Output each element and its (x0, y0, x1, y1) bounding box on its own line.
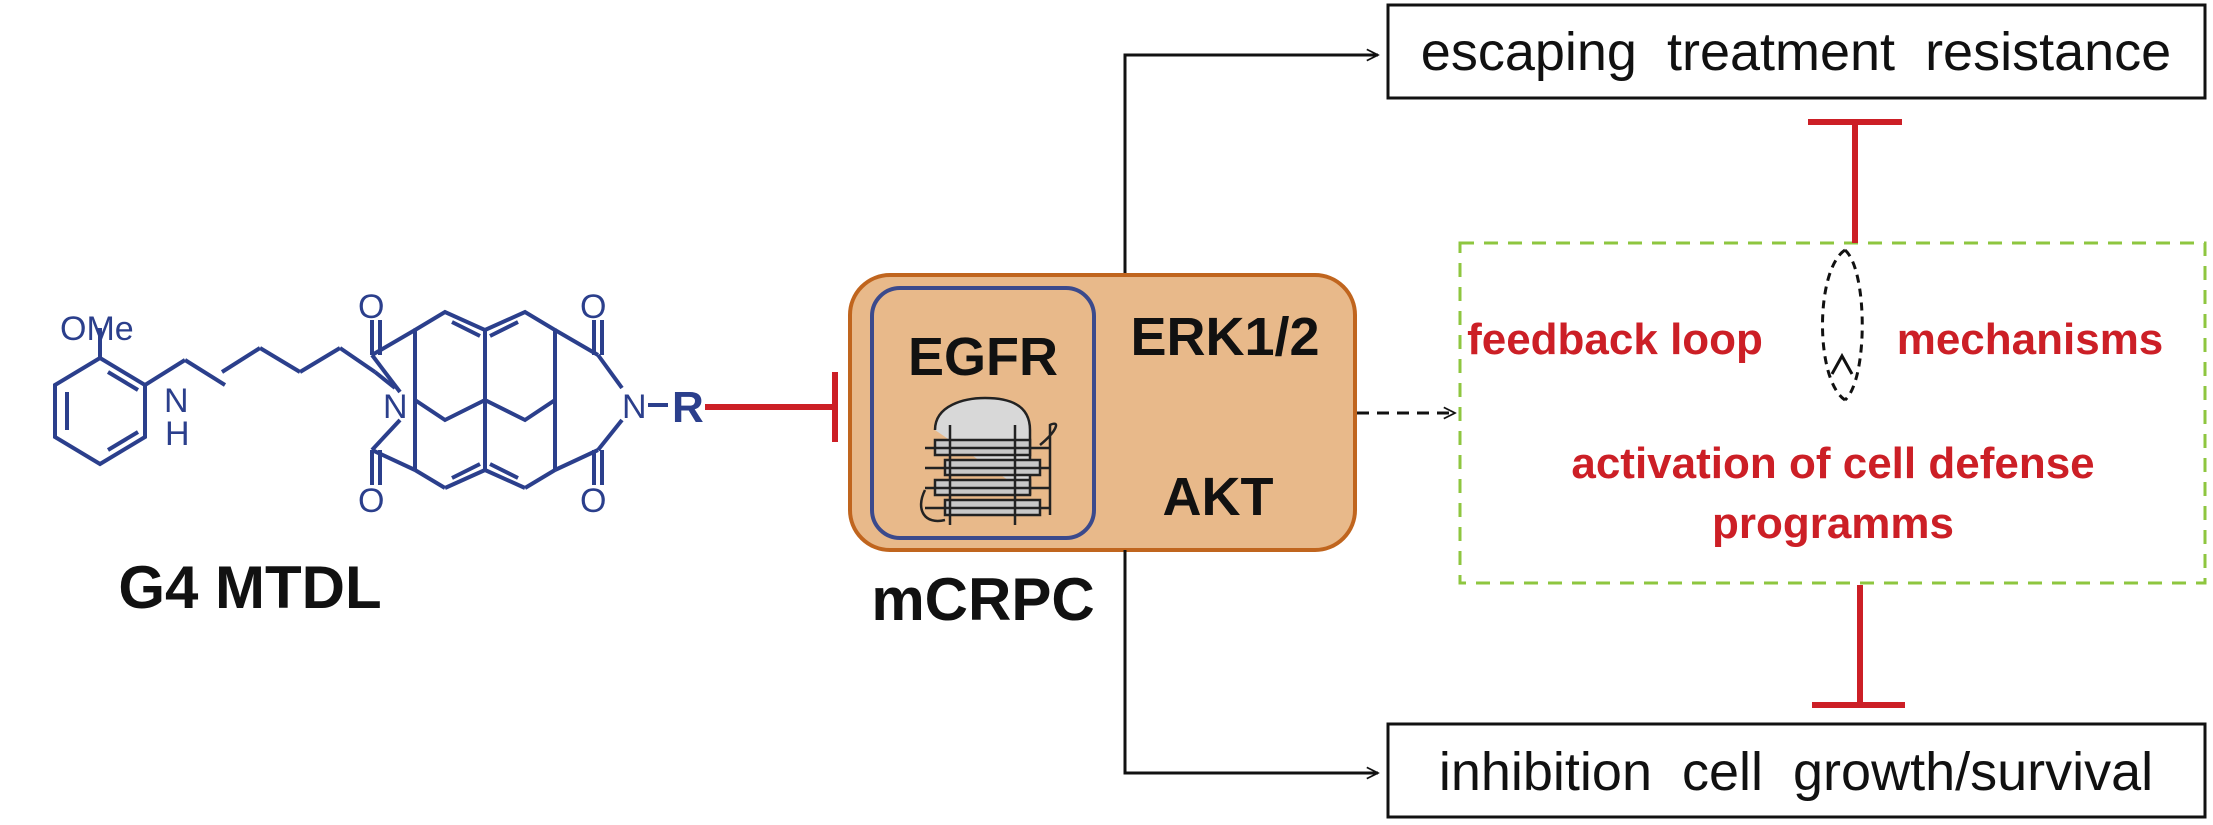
inhibition-bar-top (1808, 119, 1902, 243)
egfr-label: EGFR (908, 327, 1058, 387)
g-quadruplex-icon (919, 396, 1058, 525)
naphthalene-core (413, 309, 487, 423)
amine-n-label: N (164, 382, 189, 420)
oxygen-top-right: O (580, 288, 606, 326)
akt-label: AKT (1163, 467, 1274, 527)
amine-h-label: H (165, 415, 190, 453)
feedback-loop-label: feedback loop (1467, 315, 1763, 364)
r-group-label: R (672, 383, 704, 432)
feedback-loop-icon (1821, 248, 1864, 402)
mechanisms-label: mechanisms (1897, 315, 2164, 364)
erk-label: ERK1/2 (1130, 307, 1319, 367)
oxygen-bottom-right: O (580, 482, 606, 520)
imide-n-left: N (383, 388, 408, 426)
molecule-caption: G4 MTDL (118, 554, 381, 621)
molecule-structure (53, 309, 668, 490)
top-outcome-box (1386, 3, 2207, 100)
bottom-outcome-label: inhibition cell growth/survival (1439, 742, 2153, 802)
activation-label-line1: activation of cell defense (1571, 439, 2094, 488)
oxygen-top-left: O (358, 288, 384, 326)
arrow-to-bottom-outcome (1123, 550, 1378, 773)
oxygen-bottom-left: O (358, 482, 384, 520)
top-outcome-label: escaping treatment resistance (1421, 22, 2171, 82)
cell-caption: mCRPC (871, 566, 1094, 633)
activation-label-line2: programms (1712, 499, 1954, 548)
inhibition-arrow-molecule (705, 372, 838, 442)
feedback-box (1458, 241, 2207, 585)
arrow-to-top-outcome (1123, 55, 1378, 273)
feedback-loop-arrowhead (1830, 352, 1854, 375)
bottom-outcome-box (1386, 722, 2207, 819)
imide-n-right: N (622, 388, 647, 426)
substituent-label: OMe (60, 310, 134, 348)
inhibition-bar-bottom (1812, 585, 1905, 708)
